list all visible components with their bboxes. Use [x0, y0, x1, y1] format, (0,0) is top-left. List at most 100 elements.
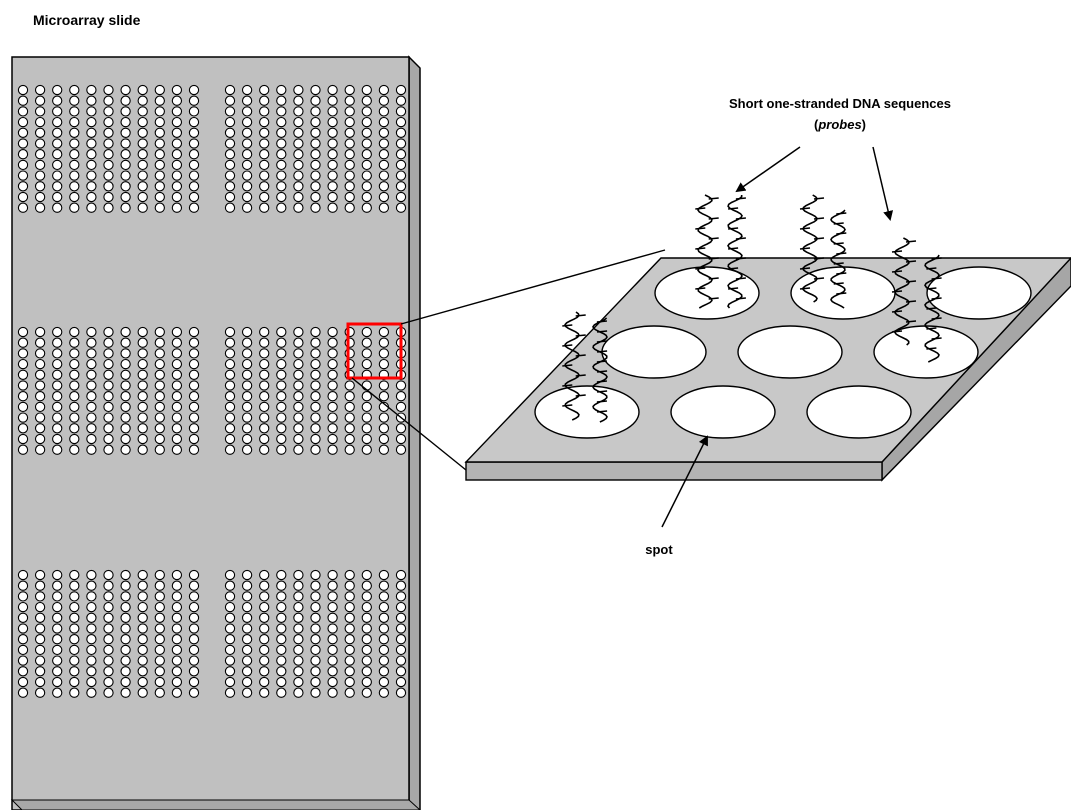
- slide-spot: [378, 612, 390, 623]
- slide-spot: [259, 127, 270, 138]
- slide-spot: [52, 634, 63, 645]
- slide-spot: [137, 666, 148, 677]
- slide-spot: [137, 412, 148, 423]
- slide-spot: [103, 623, 114, 634]
- slide-spot: [103, 601, 114, 613]
- probe-base-tick: [575, 394, 586, 397]
- slide-spot: [69, 358, 80, 370]
- slide-spot: [188, 326, 200, 338]
- slide-spot: [327, 369, 338, 380]
- slide-spot: [344, 138, 355, 149]
- slide-spot: [86, 181, 97, 192]
- slide-spot: [259, 170, 270, 181]
- slide-spot: [241, 191, 253, 203]
- slide-spot: [86, 116, 97, 128]
- slide-spot: [293, 601, 304, 613]
- slide-spot: [327, 138, 338, 149]
- slide-spot: [188, 676, 200, 688]
- slide-spot: [276, 655, 287, 666]
- slide-spot: [154, 202, 165, 213]
- slide-spot: [69, 391, 80, 402]
- slide-spot: [276, 423, 287, 434]
- slide-spot: [103, 687, 114, 698]
- slide-spot: [188, 634, 200, 645]
- slide-spot: [17, 106, 29, 117]
- slide-spot: [395, 127, 407, 138]
- slide-spot: [137, 591, 148, 602]
- slide-spot: [120, 84, 131, 96]
- slide-spot: [293, 666, 304, 677]
- slide-spot: [310, 170, 321, 181]
- slide-spot: [188, 612, 200, 623]
- slide-spot: [344, 401, 355, 413]
- slide-spot: [327, 569, 338, 581]
- slide-spot: [344, 95, 355, 106]
- slide-spot: [154, 612, 165, 623]
- slide-spot: [103, 202, 114, 213]
- slide-spot: [34, 170, 46, 181]
- slide-spot: [17, 84, 29, 96]
- slide-spot: [17, 623, 29, 634]
- slide-spot: [69, 149, 80, 160]
- slide-spot: [137, 358, 148, 370]
- slide-spot: [86, 580, 97, 591]
- slide-spot: [52, 676, 63, 688]
- slide-spot: [241, 84, 253, 96]
- slide-spot: [395, 149, 407, 160]
- slide-spot: [69, 138, 80, 149]
- slide-spot: [310, 591, 321, 602]
- slide-spot: [395, 423, 407, 434]
- slide-spot: [276, 401, 287, 413]
- slide-spot: [154, 181, 165, 192]
- probe-base-tick: [695, 207, 706, 210]
- slide-spot: [378, 170, 390, 181]
- slide-spot: [188, 369, 200, 380]
- slide-spot-grid: [17, 84, 407, 698]
- slide-spot: [327, 444, 338, 455]
- slide-spot: [34, 391, 46, 402]
- slide-spot: [188, 181, 200, 192]
- slide-spot: [52, 580, 63, 591]
- slide-spot: [188, 202, 200, 213]
- slide-spot: [171, 623, 183, 634]
- slide-spot: [188, 623, 200, 634]
- slide-spot: [276, 138, 287, 149]
- slide-spot: [69, 159, 80, 171]
- slide-spot: [378, 591, 390, 602]
- slide-spot: [293, 369, 304, 380]
- slide-spot: [310, 612, 321, 623]
- slide-spot: [154, 423, 165, 434]
- probe-base-tick: [735, 277, 746, 280]
- slide-spot: [17, 423, 29, 434]
- slide-spot: [344, 326, 355, 338]
- slide-spot: [361, 106, 372, 117]
- slide-spot: [310, 569, 321, 581]
- probe-base-tick: [931, 297, 942, 300]
- slide-spot: [224, 687, 236, 698]
- probe-base-tick: [596, 360, 607, 363]
- slide-spot: [224, 569, 236, 581]
- slide-spot: [86, 634, 97, 645]
- slide-spot: [154, 84, 165, 96]
- slide-spot: [171, 116, 183, 128]
- slide-spot: [17, 138, 29, 149]
- slide-spot: [259, 401, 270, 413]
- slide-spot: [395, 644, 407, 656]
- slide-spot: [154, 170, 165, 181]
- slide-spot: [259, 655, 270, 666]
- slide-spot: [86, 191, 97, 203]
- slide-spot: [361, 423, 372, 434]
- slide-spot: [52, 423, 63, 434]
- slide-spot: [52, 623, 63, 634]
- slide-spot: [188, 655, 200, 666]
- slide-spot: [188, 348, 200, 359]
- slide-spot: [120, 202, 131, 213]
- slide-spot: [69, 127, 80, 138]
- probe-base-tick: [708, 237, 719, 240]
- probe-base-tick: [813, 217, 825, 220]
- slide-spot: [259, 591, 270, 602]
- slide-spot: [154, 369, 165, 380]
- slide-spot: [103, 127, 114, 138]
- slide-spot: [171, 687, 183, 698]
